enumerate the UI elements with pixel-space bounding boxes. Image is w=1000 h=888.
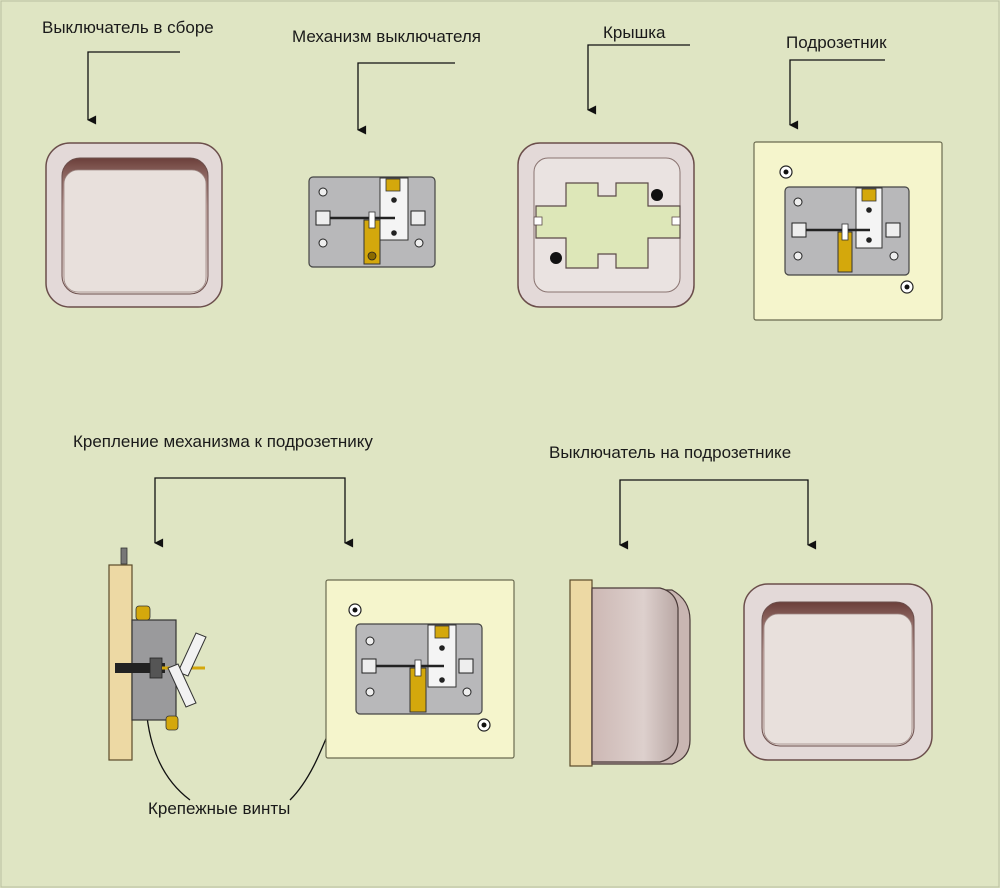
arrow-cover bbox=[587, 44, 690, 115]
mounting-side-view bbox=[108, 547, 207, 761]
cover bbox=[517, 142, 695, 308]
mechanism-on-box bbox=[325, 579, 515, 759]
label-switch-mechanism: Механизм выключателя bbox=[292, 27, 481, 46]
switch-on-box-side-view bbox=[569, 579, 691, 767]
switch-mechanism bbox=[308, 176, 436, 268]
label-screws: Крепежные винты bbox=[148, 799, 290, 818]
label-switch-on-box: Выключатель на подрозетнике bbox=[549, 443, 791, 462]
arrow-box bbox=[789, 59, 885, 130]
label-mounting: Крепление механизма к подрозетнику bbox=[73, 432, 373, 451]
label-box: Подрозетник bbox=[786, 33, 887, 52]
arrow-switch-on-box-bracket bbox=[619, 479, 817, 550]
arrow-assembled bbox=[87, 51, 180, 125]
assembled-switch bbox=[45, 142, 223, 308]
label-assembled-switch: Выключатель в сборе bbox=[42, 18, 214, 37]
arrow-mounting-bracket bbox=[154, 477, 354, 548]
switch-front-view bbox=[743, 583, 933, 761]
arrow-mechanism bbox=[357, 62, 455, 135]
box bbox=[753, 141, 943, 321]
label-cover: Крышка bbox=[603, 23, 666, 42]
